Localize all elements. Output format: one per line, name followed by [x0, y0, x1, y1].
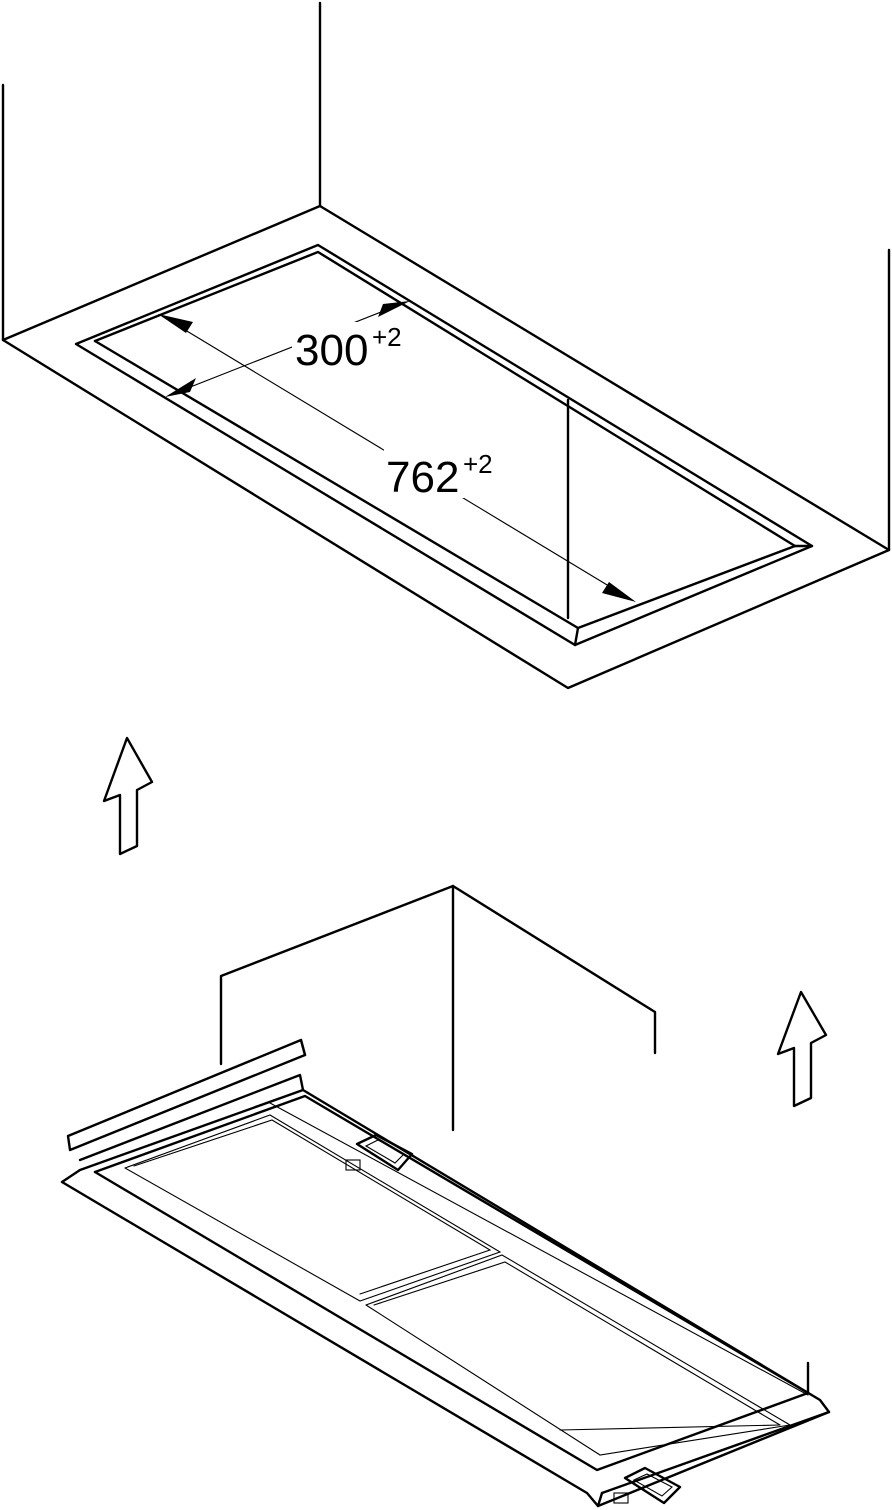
up-arrow-icon	[102, 736, 154, 856]
filter-handle-icon	[613, 1466, 682, 1505]
grease-filter	[124, 1114, 502, 1302]
hood-unit	[60, 884, 831, 1508]
dimension-length-tolerance: +2	[463, 449, 493, 479]
dimension-length: 762 +2	[158, 314, 636, 602]
dimension-width: 300 +2	[165, 301, 416, 397]
up-arrow-icon	[776, 990, 828, 1108]
filter-handle-icon	[345, 1133, 414, 1172]
grease-filter	[365, 1254, 792, 1456]
dimension-width-tolerance: +2	[372, 322, 402, 352]
dimension-length-value: 762	[386, 453, 459, 502]
dimension-width-value: 300	[295, 326, 368, 375]
ceiling-cutout	[1, 1, 891, 690]
